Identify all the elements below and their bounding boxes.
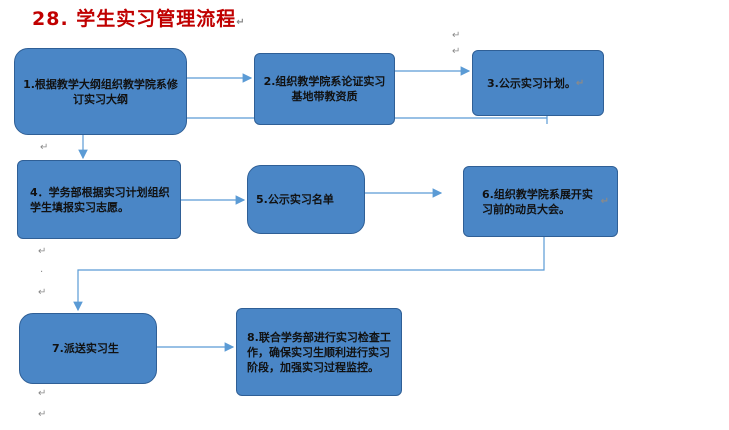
step-5-label: 5.公示实习名单 [256,193,334,206]
title-text: 28. 学生实习管理流程 [32,8,237,30]
step-4-label: 4．学务部根据实习计划组织学生填报实习志愿。 [30,185,170,214]
step-7-label: 7.派送实习生 [52,342,119,355]
step-1-label: 1.根据教学大纲组织教学院系修订实习大纲 [23,77,178,106]
step-6-box: 6.组织教学院系展开实习前的动员大会。 ↵ [463,166,618,237]
page-title: 28. 学生实习管理流程↵ [32,4,246,31]
step-7-box: 7.派送实习生 [19,313,157,384]
step-8-label: 8.联合学务部进行实习检查工作，确保实习生顺利进行实习阶段，加强实习过程监控。 [247,330,391,374]
paragraph-mark: ↵ [40,142,49,153]
paragraph-mark: ↵ [452,46,461,57]
step-3-label: 3.公示实习计划。 [487,76,576,90]
paragraph-mark: ↵ [38,287,47,298]
paragraph-mark: ↵ [38,246,47,257]
dot-mark: . [40,264,44,275]
step-2-box: 2.组织教学院系论证实习基地带教资质 [254,53,395,125]
paragraph-mark: ↵ [575,77,585,89]
step-6-label: 6.组织教学院系展开实习前的动员大会。 [482,187,593,216]
paragraph-mark: ↵ [38,388,47,399]
step-1-box: 1.根据教学大纲组织教学院系修订实习大纲 [14,48,187,135]
step-8-box: 8.联合学务部进行实习检查工作，确保实习生顺利进行实习阶段，加强实习过程监控。 [236,308,402,396]
paragraph-mark: ↵ [600,196,609,207]
step-4-box: 4．学务部根据实习计划组织学生填报实习志愿。 [17,160,181,239]
paragraph-mark: ↵ [452,30,461,41]
step-2-label: 2.组织教学院系论证实习基地带教资质 [263,75,386,103]
step-5-box: 5.公示实习名单 [247,165,365,234]
paragraph-mark: ↵ [38,409,47,420]
elbow-6-7 [73,237,545,312]
step-3-box: 3.公示实习计划。↵ [472,50,604,116]
paragraph-mark: ↵ [236,17,246,28]
